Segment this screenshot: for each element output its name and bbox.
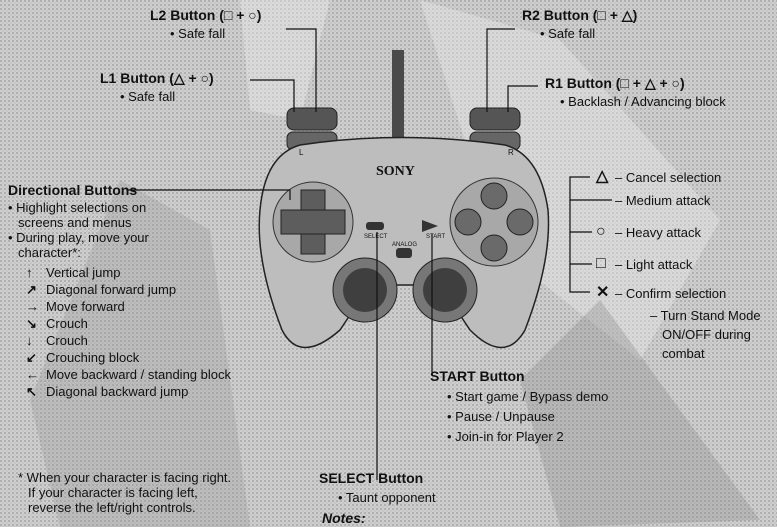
select-title: SELECT Button <box>319 471 423 486</box>
face-label-cross: – Confirm selection <box>615 286 726 301</box>
l1-desc: • Safe fall <box>120 89 175 104</box>
start-mini-label: START <box>426 234 445 241</box>
select-item: • Taunt opponent <box>338 490 436 505</box>
select-mini-label: SELECT <box>364 234 387 241</box>
notes-title: Notes: <box>322 511 366 526</box>
move-item: ←Move backward / standing block <box>26 366 231 383</box>
move-label: Diagonal forward jump <box>46 282 176 297</box>
move-label: Vertical jump <box>46 265 120 280</box>
directional-bullets: • Highlight selections on screens and me… <box>8 200 149 260</box>
move-item: ↓Crouch <box>26 332 231 349</box>
arrow-up-right-icon: ↗ <box>26 281 46 298</box>
move-label: Crouch <box>46 333 88 348</box>
start-item: • Pause / Unpause <box>447 409 555 424</box>
d-pad <box>273 182 353 262</box>
r2-title: R2 Button (□ + △) <box>522 8 637 23</box>
move-label: Crouch <box>46 316 88 331</box>
directional-bullet: screens and menus <box>8 215 149 230</box>
l1-title: L1 Button (△ + ○) <box>100 71 214 86</box>
move-item: ↗Diagonal forward jump <box>26 281 231 298</box>
directional-bullet: • During play, move your <box>8 230 149 245</box>
face-extra-line: ON/OFF during <box>662 327 751 342</box>
analog-label: ANALOG <box>392 242 417 249</box>
arrow-down-right-icon: ↘ <box>26 315 46 332</box>
arrow-left-icon: ← <box>26 366 46 383</box>
r1-title: R1 Button (□ + △ + ○) <box>545 76 685 91</box>
footnote-line: If your character is facing left, <box>18 485 231 500</box>
face-extra-line: combat <box>662 346 705 361</box>
footnote: * When your character is facing right. I… <box>18 470 231 515</box>
r2-desc: • Safe fall <box>540 26 595 41</box>
controller-brand: SONY <box>376 164 415 179</box>
arrow-up-icon: ↑ <box>26 264 46 281</box>
move-label: Crouching block <box>46 350 139 365</box>
r-label: R <box>508 148 514 157</box>
face-buttons <box>450 178 538 266</box>
arrow-down-left-icon: ↙ <box>26 349 46 366</box>
directional-bullet: character*: <box>8 245 149 260</box>
r1-desc: • Backlash / Advancing block <box>560 94 726 109</box>
arrow-up-left-icon: ↖ <box>26 383 46 400</box>
move-label: Move backward / standing block <box>46 367 231 382</box>
start-title: START Button <box>430 369 525 384</box>
start-item: • Start game / Bypass demo <box>447 389 608 404</box>
move-list: ↑Vertical jump ↗Diagonal forward jump →M… <box>26 264 231 400</box>
footnote-line: * When your character is facing right. <box>18 470 231 485</box>
l-label: L <box>299 148 303 157</box>
arrow-right-icon: → <box>26 298 46 315</box>
start-item: • Join-in for Player 2 <box>447 429 564 444</box>
triangle-icon: △ <box>596 169 608 185</box>
move-item: ↘Crouch <box>26 315 231 332</box>
arrow-down-icon: ↓ <box>26 332 46 349</box>
move-item: ↙Crouching block <box>26 349 231 366</box>
face-extra-line: – Turn Stand Mode <box>650 308 761 323</box>
footnote-line: reverse the left/right controls. <box>18 500 231 515</box>
move-label: Diagonal backward jump <box>46 384 188 399</box>
directional-title: Directional Buttons <box>8 183 137 198</box>
face-label-square: – Light attack <box>615 257 692 272</box>
face-label-triangle: – Cancel selection <box>615 170 721 185</box>
circle-icon: ○ <box>596 224 606 240</box>
move-item: ↑Vertical jump <box>26 264 231 281</box>
move-item: →Move forward <box>26 298 231 315</box>
l2-desc: • Safe fall <box>170 26 225 41</box>
directional-bullet: • Highlight selections on <box>8 200 149 215</box>
face-label-medium: – Medium attack <box>615 193 710 208</box>
cross-icon: ✕ <box>596 285 609 301</box>
move-item: ↖Diagonal backward jump <box>26 383 231 400</box>
face-label-circle: – Heavy attack <box>615 225 701 240</box>
square-icon: □ <box>596 256 606 272</box>
l2-title: L2 Button (□ + ○) <box>150 8 261 23</box>
move-label: Move forward <box>46 299 125 314</box>
